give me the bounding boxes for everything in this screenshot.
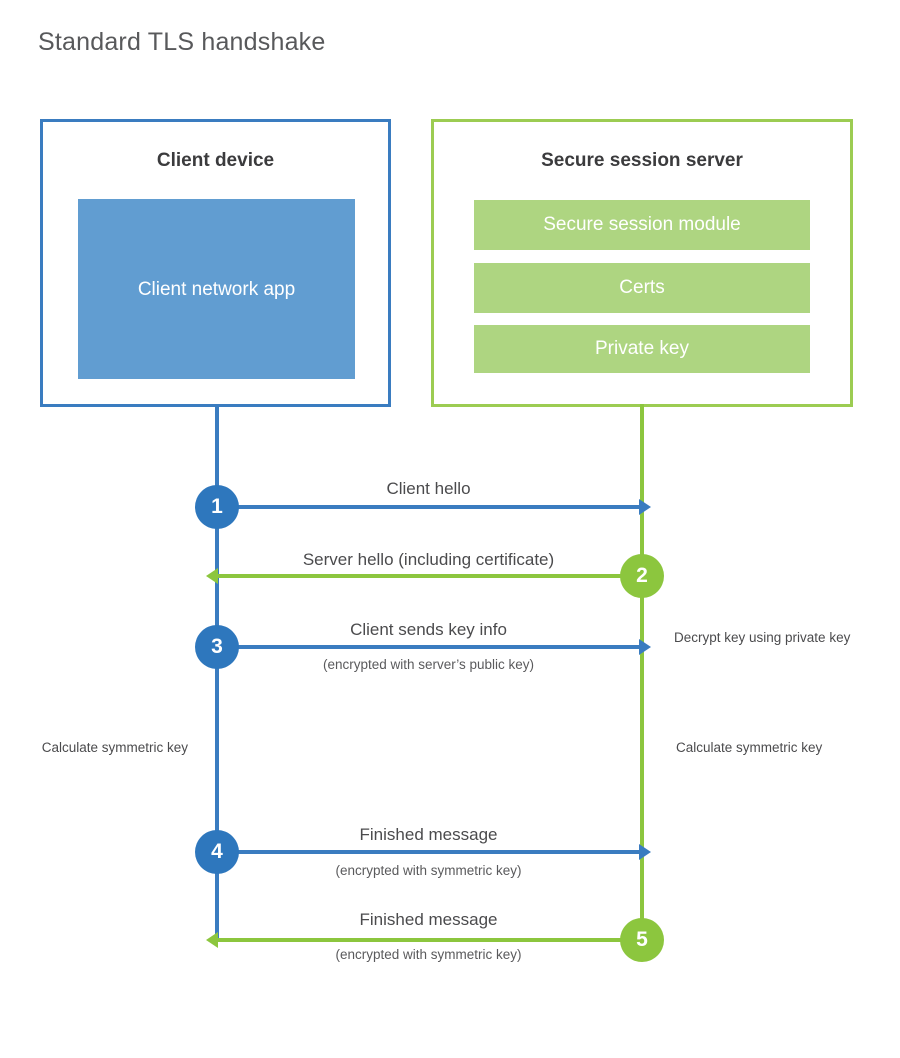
arrow-step-2 bbox=[206, 568, 640, 584]
step-marker-5: 5 bbox=[620, 918, 664, 962]
step-1-label: Client hello bbox=[386, 479, 471, 498]
step-5-label: Finished message bbox=[359, 910, 498, 929]
client-lifeline bbox=[215, 404, 219, 942]
step-3-label: Client sends key info bbox=[350, 620, 507, 639]
server-component-private-key: Private key bbox=[474, 325, 810, 373]
arrow-step-1 bbox=[217, 499, 651, 515]
step-marker-1: 1 bbox=[195, 485, 239, 529]
annotation-server-decrypt: Decrypt key using private key bbox=[674, 630, 851, 645]
arrow-step-5 bbox=[206, 932, 640, 948]
client-device-box: Client device Client network app bbox=[40, 119, 391, 407]
arrow-step-4 bbox=[217, 844, 651, 860]
step-4-label: Finished message bbox=[359, 825, 498, 844]
step-2-label: Server hello (including certificate) bbox=[302, 550, 555, 569]
client-device-title: Client device bbox=[156, 150, 275, 171]
arrowhead-right-icon bbox=[639, 844, 651, 860]
server-component-certs: Certs bbox=[474, 263, 810, 313]
arrowhead-left-icon bbox=[206, 568, 218, 584]
server-component-secure-session-module: Secure session module bbox=[474, 200, 810, 250]
step-3-sublabel: (encrypted with server’s public key) bbox=[322, 657, 535, 672]
arrowhead-right-icon bbox=[639, 639, 651, 655]
arrowhead-left-icon bbox=[206, 932, 218, 948]
secure-session-server-box: Secure session server Secure session mod… bbox=[431, 119, 853, 407]
annotation-server-calculate-symmetric-key: Calculate symmetric key bbox=[676, 740, 823, 755]
client-network-app-block: Client network app bbox=[78, 199, 355, 379]
annotation-client-calculate-symmetric-key: Calculate symmetric key bbox=[41, 740, 188, 755]
step-marker-3: 3 bbox=[195, 625, 239, 669]
arrowhead-right-icon bbox=[639, 499, 651, 515]
step-5-sublabel: (encrypted with symmetric key) bbox=[335, 947, 522, 962]
step-marker-4: 4 bbox=[195, 830, 239, 874]
step-marker-2: 2 bbox=[620, 554, 664, 598]
secure-session-server-title: Secure session server bbox=[541, 150, 743, 171]
arrow-step-3 bbox=[217, 639, 651, 655]
step-4-sublabel: (encrypted with symmetric key) bbox=[335, 863, 522, 878]
page-title: Standard TLS handshake bbox=[38, 28, 326, 56]
server-lifeline bbox=[640, 404, 644, 942]
